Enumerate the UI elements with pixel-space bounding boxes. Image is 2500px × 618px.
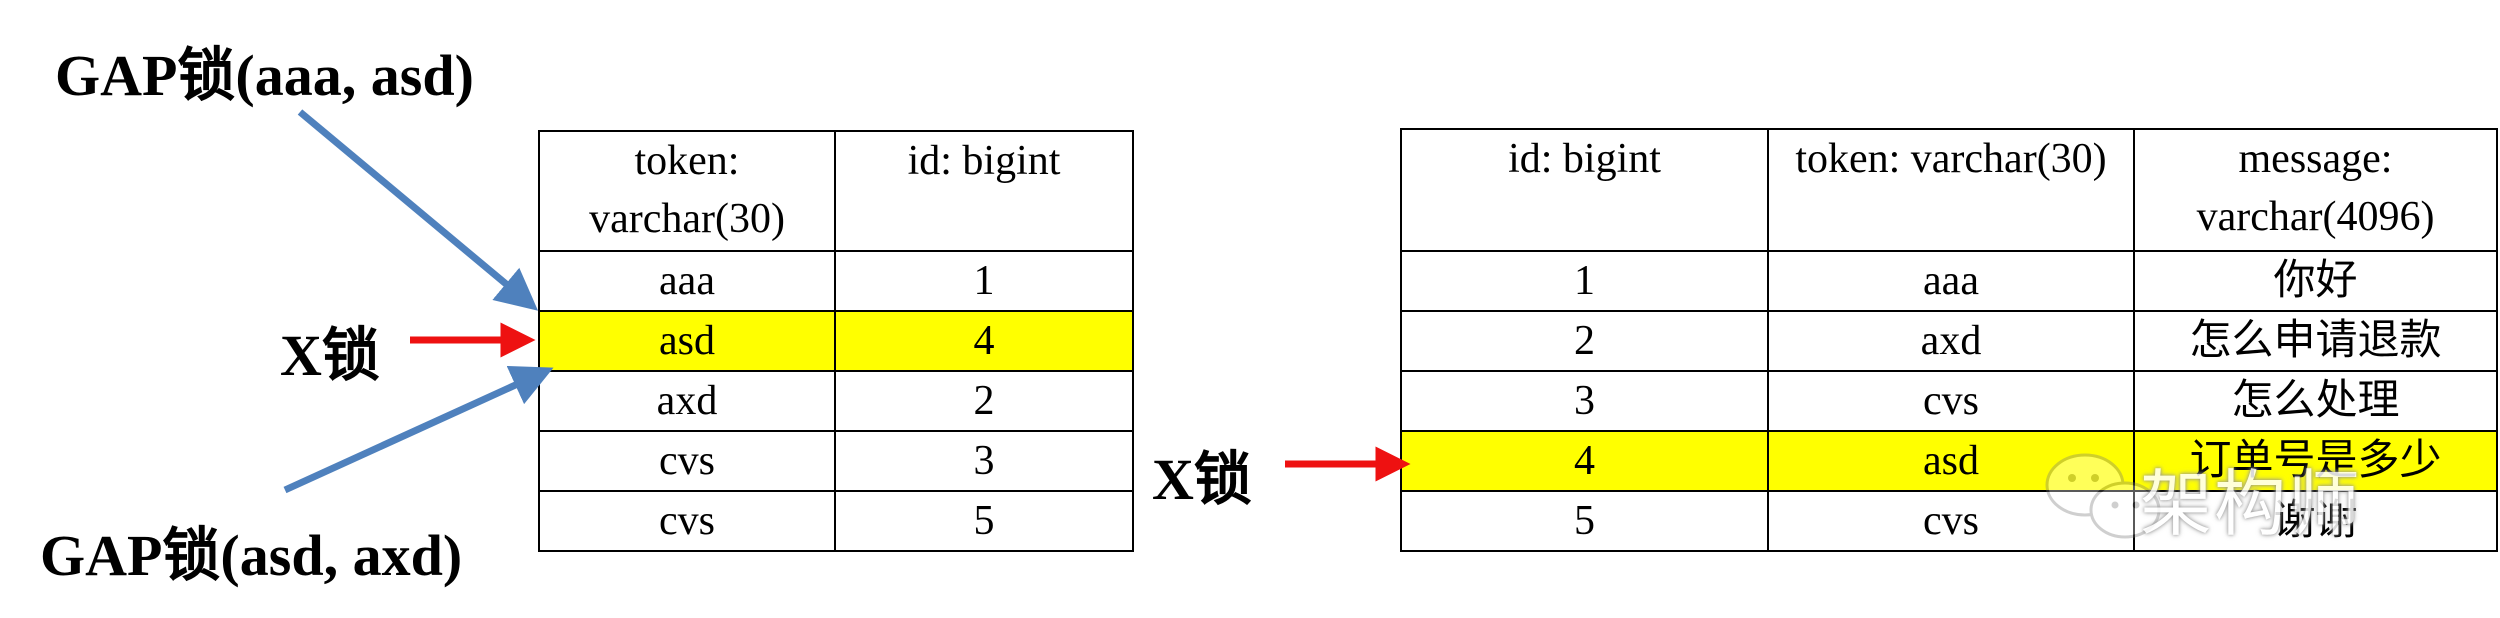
table-row: 5 cvs 谢谢: [1400, 490, 2498, 552]
cell-message: 谢谢: [2133, 490, 2498, 552]
table-row: aaa 1: [538, 250, 1134, 312]
table-row: axd 2: [538, 370, 1134, 432]
cell-id: 5: [834, 490, 1134, 552]
cell-token: axd: [1767, 310, 2135, 372]
cell-message: 怎么申请退款: [2133, 310, 2498, 372]
table-row: 3 cvs 怎么处理: [1400, 370, 2498, 432]
gap-lock-label-bottom: GAP锁(asd, axd): [40, 523, 463, 588]
table-row: cvs 3: [538, 430, 1134, 492]
gap-lock-label-top: GAP锁(aaa, asd): [55, 43, 474, 108]
cell-message: 怎么处理: [2133, 370, 2498, 432]
header-message: message: varchar(4096): [2133, 128, 2498, 252]
primary-table: id: bigint token: varchar(30) message: v…: [1400, 128, 2498, 552]
cell-id: 3: [1400, 370, 1769, 432]
table-row: 2 axd 怎么申请退款: [1400, 310, 2498, 372]
cell-id: 5: [1400, 490, 1769, 552]
header-token: token: varchar(30): [1767, 128, 2135, 252]
cell-token: aaa: [538, 250, 836, 312]
cell-id: 1: [1400, 250, 1769, 312]
cell-id: 2: [1400, 310, 1769, 372]
table-row: cvs 5: [538, 490, 1134, 552]
cell-token: axd: [538, 370, 836, 432]
cell-token: asd: [1767, 430, 2135, 492]
header-id: id: bigint: [834, 130, 1134, 252]
cell-token: aaa: [1767, 250, 2135, 312]
x-lock-label-left: X锁: [280, 323, 380, 388]
wechat-icon: [2045, 453, 2161, 539]
cell-message: 你好: [2133, 250, 2498, 312]
table-row-locked: 4 asd 订单号是多少: [1400, 430, 2498, 492]
cell-token: asd: [538, 310, 836, 372]
cell-token: cvs: [1767, 490, 2135, 552]
header-token: token: varchar(30): [538, 130, 836, 252]
cell-id: 3: [834, 430, 1134, 492]
cell-id: 4: [1400, 430, 1769, 492]
table-row-locked: asd 4: [538, 310, 1134, 372]
cell-token: cvs: [538, 490, 836, 552]
header-id: id: bigint: [1400, 128, 1769, 252]
gap-arrow-top: [297, 109, 539, 311]
cell-token: cvs: [538, 430, 836, 492]
cell-message: 订单号是多少: [2133, 430, 2498, 492]
table-header-row: id: bigint token: varchar(30) message: v…: [1400, 128, 2498, 252]
cell-id: 1: [834, 250, 1134, 312]
cell-token: cvs: [1767, 370, 2135, 432]
table-row: 1 aaa 你好: [1400, 250, 2498, 312]
watermark-text: 架构师: [2140, 462, 2363, 546]
cell-id: 4: [834, 310, 1134, 372]
secondary-index-table: token: varchar(30) id: bigint aaa 1 asd …: [538, 130, 1134, 552]
x-lock-label-right: X锁: [1152, 447, 1252, 512]
table-header-row: token: varchar(30) id: bigint: [538, 130, 1134, 252]
cell-id: 2: [834, 370, 1134, 432]
